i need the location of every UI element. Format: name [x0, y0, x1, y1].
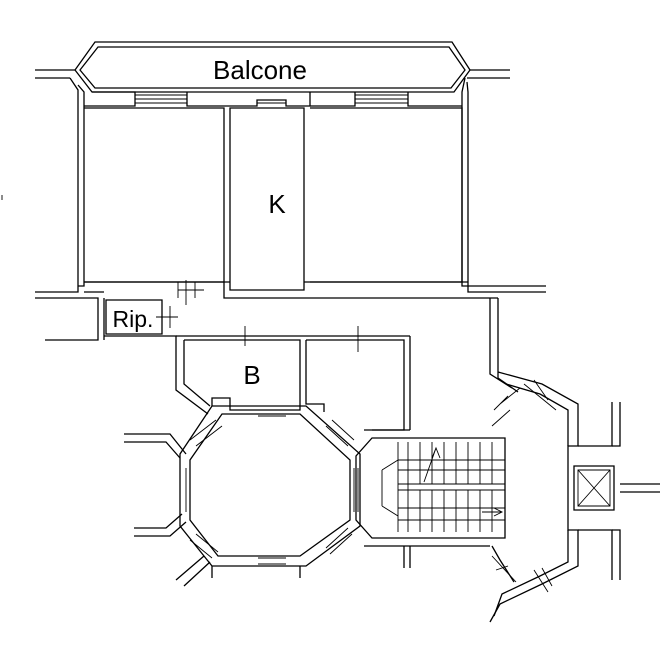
arrow-icon: [423, 446, 441, 483]
bathroom-label: B: [243, 360, 260, 390]
balcone-label: Balcone: [213, 55, 307, 85]
stair-landing: [124, 405, 361, 587]
elevator-shaft-icon: [573, 402, 660, 580]
door-marks: [177, 280, 372, 352]
room-kitchen: K: [229, 107, 305, 291]
balcony: Balcone: [35, 41, 510, 93]
room-right-bedroom: [310, 107, 463, 283]
door-storage: [156, 306, 178, 328]
room-storage: Rip.: [105, 299, 178, 335]
kitchen-label: K: [268, 189, 286, 219]
staircase: [355, 429, 506, 547]
balcony-windows: [84, 91, 462, 107]
storage-label: Rip.: [113, 306, 154, 332]
apartment-outer-walls: [35, 77, 546, 341]
arrow-icon: [482, 507, 504, 517]
stairwell-walls: [403, 371, 579, 623]
room-left-bedroom: [84, 107, 225, 283]
corridor: [84, 281, 519, 415]
room-bathroom: B: [176, 335, 411, 431]
